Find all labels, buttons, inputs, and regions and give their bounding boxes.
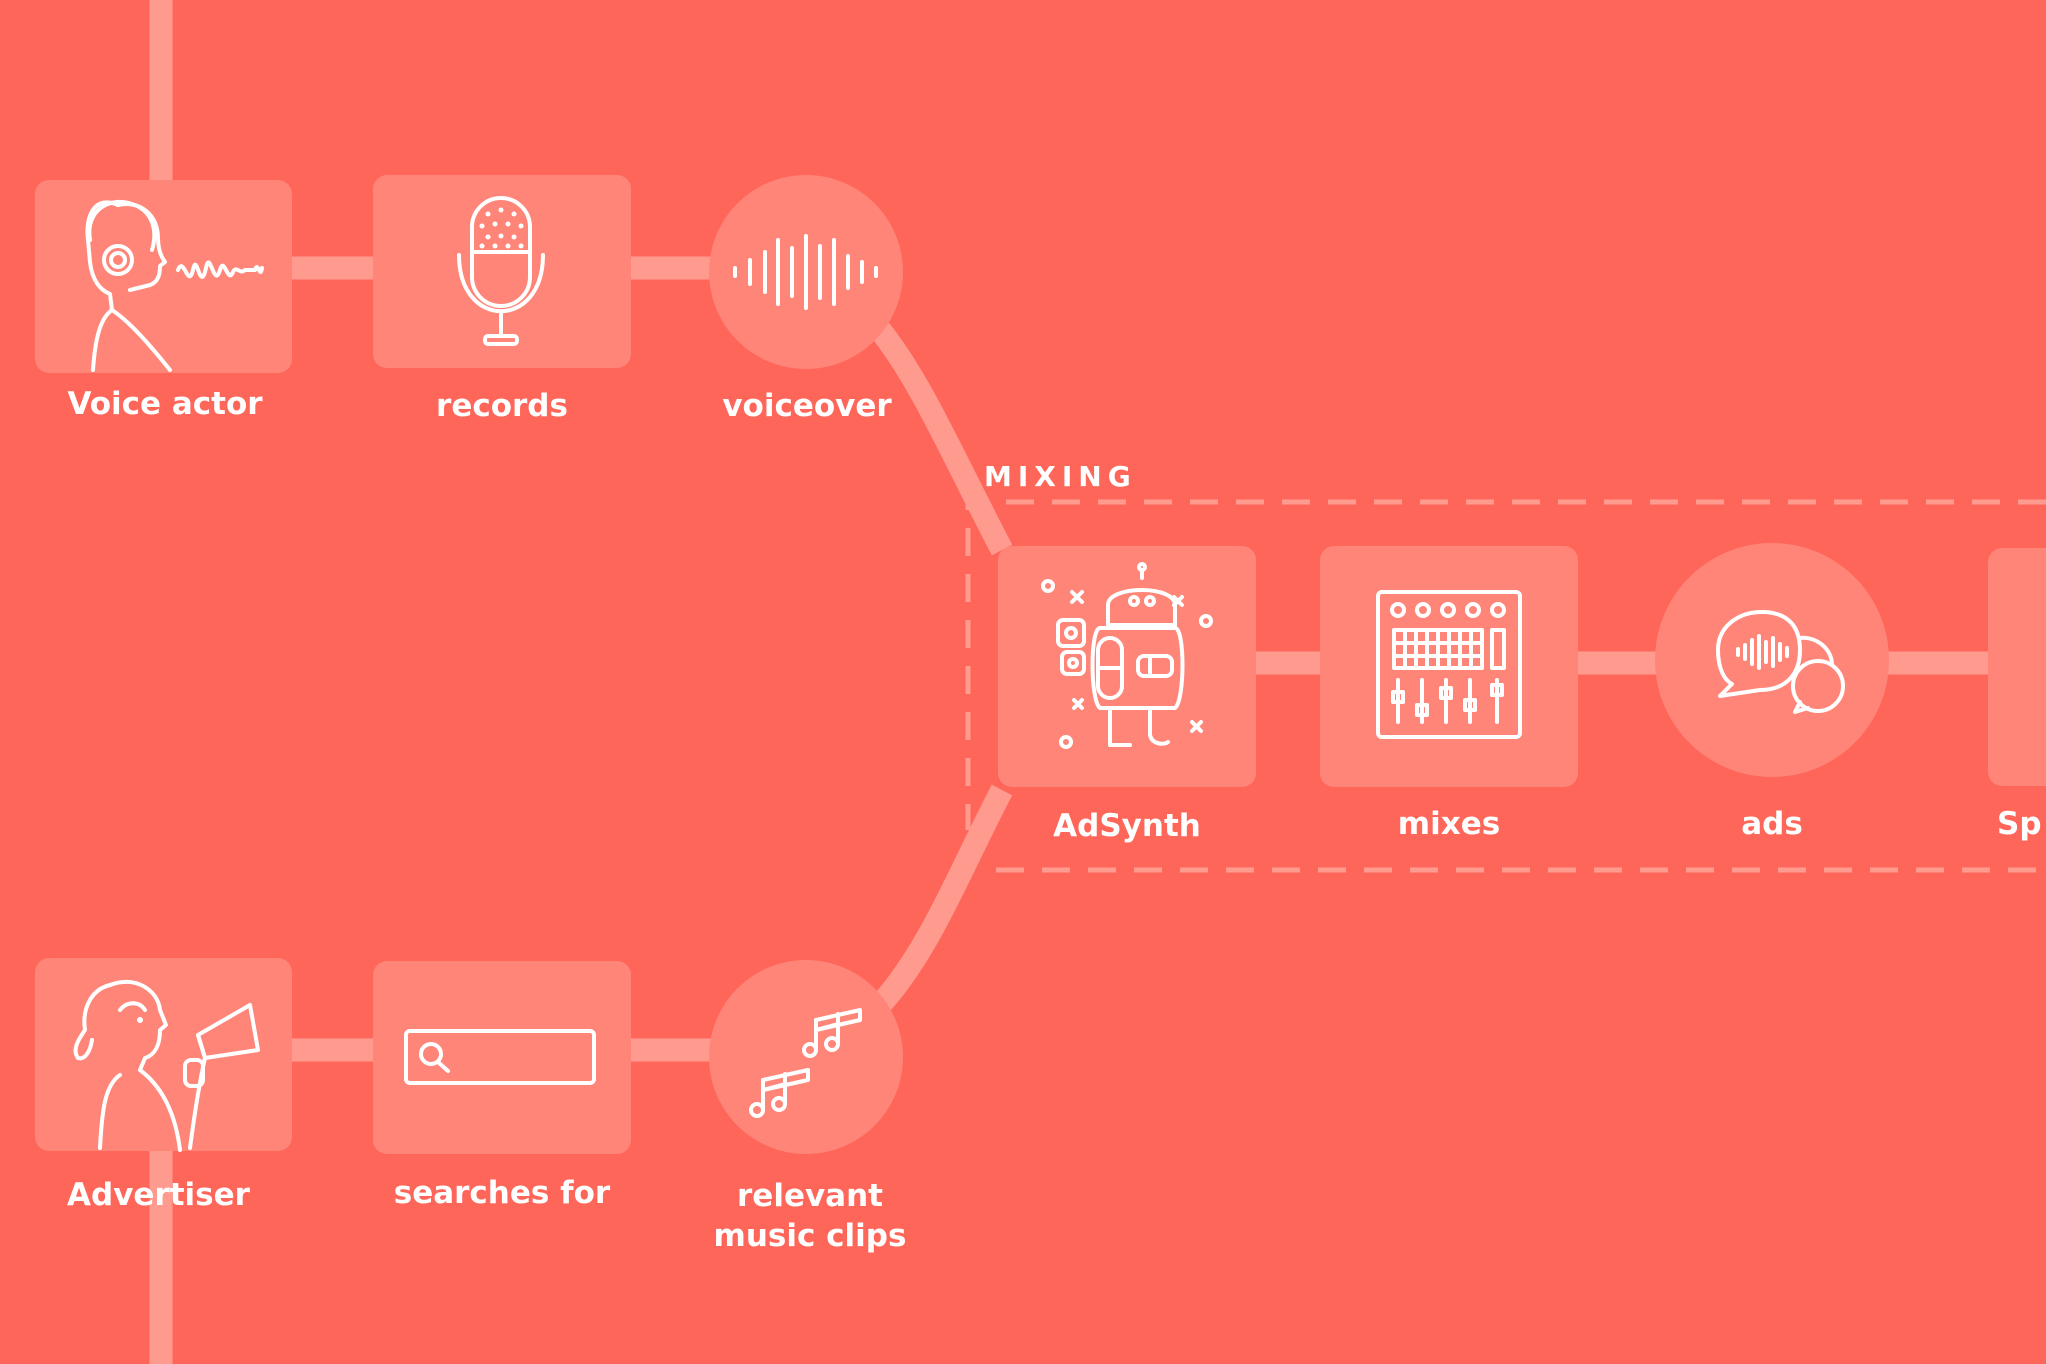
adsynth-label: AdSynth <box>1053 808 1201 844</box>
voice-actor-headphones-icon <box>85 199 264 372</box>
mixing-section-title: MIXING <box>984 460 1137 493</box>
connector-clips-adsynth <box>871 784 1013 1013</box>
connectors <box>149 0 1990 1364</box>
music-clips-label-line2: music clips <box>713 1218 907 1254</box>
records-label: records <box>436 388 568 424</box>
music-clips-label-line1: relevant <box>737 1178 883 1214</box>
records-box <box>373 175 631 368</box>
mixing-region-border <box>965 499 2046 873</box>
microphone-icon <box>457 196 545 346</box>
music-notes-icon <box>749 1008 862 1118</box>
cut-off-box <box>1988 548 2046 786</box>
mixes-label: mixes <box>1397 806 1501 842</box>
node-shapes <box>35 175 2046 1154</box>
robot-icon <box>1041 562 1213 749</box>
speech-bubbles-icon <box>1716 610 1845 714</box>
voice-actor-box <box>35 180 292 373</box>
advertiser-megaphone-icon <box>73 979 260 1152</box>
mixing-console-icon <box>1376 590 1522 739</box>
searches-box <box>373 961 631 1154</box>
sound-wave-icon <box>733 234 878 310</box>
searches-for-label: searches for <box>393 1175 611 1211</box>
clips-circle <box>709 960 903 1154</box>
cut-off-label: Sp <box>1997 806 2042 842</box>
advertiser-label: Advertiser <box>67 1177 250 1213</box>
advertiser-box <box>35 958 292 1151</box>
adsynth-box <box>998 546 1256 787</box>
ads-label: ads <box>1741 806 1803 842</box>
voice-actor-label: Voice actor <box>67 386 263 422</box>
search-bar-icon <box>404 1029 596 1085</box>
voiceover-label: voiceover <box>722 388 892 424</box>
connector-voiceover-adsynth <box>871 322 1013 556</box>
